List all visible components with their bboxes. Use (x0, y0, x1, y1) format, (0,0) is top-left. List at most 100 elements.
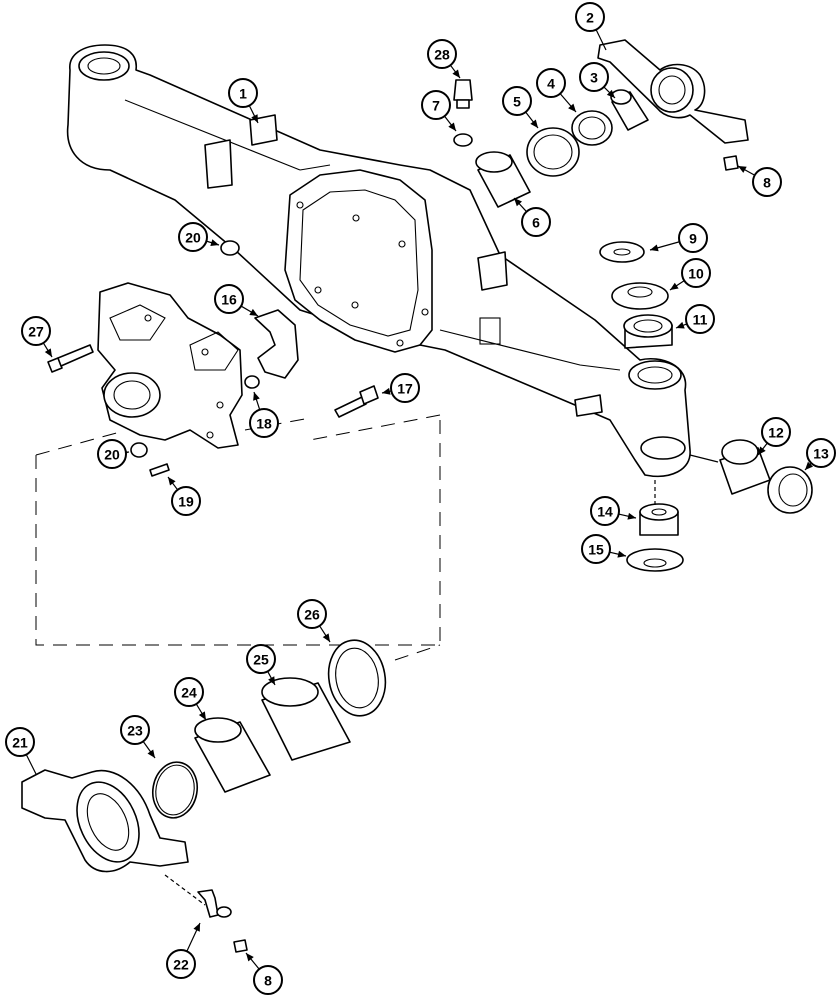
pivot-bracket-2 (597, 39, 749, 144)
callout-number: 20 (104, 447, 120, 463)
callout-arrowhead (568, 103, 576, 112)
callout-22: 22 (166, 922, 201, 979)
callout-15: 15 (581, 534, 627, 564)
seal-26 (327, 639, 387, 717)
callout-circle (166, 949, 196, 979)
callout-number: 16 (221, 292, 237, 308)
callout-3: 3 (579, 62, 616, 99)
callout-number: 11 (693, 312, 708, 328)
bush-11 (623, 314, 673, 349)
callout-circle (421, 90, 451, 120)
callout-circle (249, 408, 279, 438)
front-bracket-housing (97, 282, 243, 449)
callout-arrowhead (676, 321, 685, 329)
ring-23 (151, 761, 199, 819)
callout-arrowhead (253, 392, 260, 401)
callout-14: 14 (590, 496, 637, 526)
callout-arrowhead (251, 114, 258, 123)
callout-circle (581, 534, 611, 564)
callout-circle (806, 438, 836, 468)
callout-arrowhead (322, 633, 330, 642)
bush-14 (639, 503, 679, 536)
bush-25 (261, 677, 351, 761)
callout-circle (681, 258, 711, 288)
grease-nipple-28 (453, 79, 473, 109)
callout-24: 24 (174, 677, 207, 721)
callout-5: 5 (502, 86, 539, 129)
callout-arrowhead (627, 512, 636, 520)
callout-arrowhead (210, 239, 219, 246)
callout-circle (97, 439, 127, 469)
callout-circle (761, 417, 791, 447)
callout-16: 16 (214, 284, 259, 317)
callout-18: 18 (249, 391, 279, 438)
callout-arrowhead (514, 198, 522, 207)
callout-number: 17 (397, 381, 413, 397)
callout-12: 12 (757, 417, 791, 456)
callout-circle (253, 965, 283, 995)
callout-circle (685, 304, 715, 334)
callout-arrowhead (650, 244, 659, 252)
ring-13 (767, 466, 813, 514)
cap-7 (453, 133, 473, 147)
callout-layer: 1234567889101112131415161718192020212223… (5, 2, 836, 995)
callout-number: 5 (513, 94, 521, 110)
callout-circle (575, 2, 605, 32)
washer-15 (626, 548, 684, 572)
cap-16 (254, 309, 299, 379)
callout-arrowhead (44, 348, 52, 357)
callout-number: 25 (253, 652, 269, 668)
callout-23: 23 (120, 715, 156, 759)
callout-20a: 20 (178, 222, 220, 252)
bolt-27 (47, 344, 94, 373)
callout-leader (25, 754, 37, 775)
washer-10 (611, 282, 669, 310)
callout-arrowhead (168, 477, 176, 486)
seal-5 (526, 127, 580, 177)
callout-circle (427, 39, 457, 69)
callout-circle (297, 599, 327, 629)
bush-12 (719, 439, 771, 495)
callout-26: 26 (297, 599, 331, 643)
callout-arrowhead (670, 282, 679, 290)
callout-number: 22 (173, 957, 189, 973)
callout-number: 15 (588, 542, 604, 558)
callout-number: 8 (264, 973, 272, 989)
callout-circle (120, 715, 150, 745)
callout-28: 28 (427, 39, 461, 79)
callout-11: 11 (675, 304, 715, 334)
callout-10: 10 (669, 258, 711, 291)
callout-arrowhead (530, 119, 538, 128)
callout-arrowhead (198, 711, 206, 720)
bush-6 (475, 151, 531, 208)
callout-circle (178, 222, 208, 252)
callout-arrowhead (452, 69, 460, 78)
callout-number: 20 (185, 230, 201, 246)
callout-circle (579, 62, 609, 92)
callout-circle (246, 644, 276, 674)
assembly-outline-dashed (35, 414, 441, 661)
callout-2: 2 (575, 2, 607, 51)
callout-6: 6 (513, 197, 551, 237)
callout-number: 10 (688, 266, 704, 282)
callout-arrowhead (738, 166, 747, 173)
callout-7: 7 (421, 90, 457, 132)
callout-1: 1 (228, 78, 259, 124)
seal-4 (571, 110, 613, 146)
callout-circle (214, 284, 244, 314)
callout-number: 13 (813, 446, 829, 462)
callout-number: 7 (432, 98, 440, 114)
callout-arrowhead (805, 461, 814, 470)
callout-number: 14 (597, 504, 613, 520)
callout-8b: 8 (245, 952, 283, 995)
callout-number: 23 (127, 723, 143, 739)
callout-arrowhead (246, 953, 254, 962)
callout-27: 27 (21, 316, 53, 358)
callout-19: 19 (167, 476, 201, 516)
bolt-22 (197, 889, 232, 918)
axle-housing (66, 44, 691, 477)
callout-circle (590, 496, 620, 526)
bush-24 (194, 717, 271, 793)
callout-arrowhead (758, 446, 766, 455)
